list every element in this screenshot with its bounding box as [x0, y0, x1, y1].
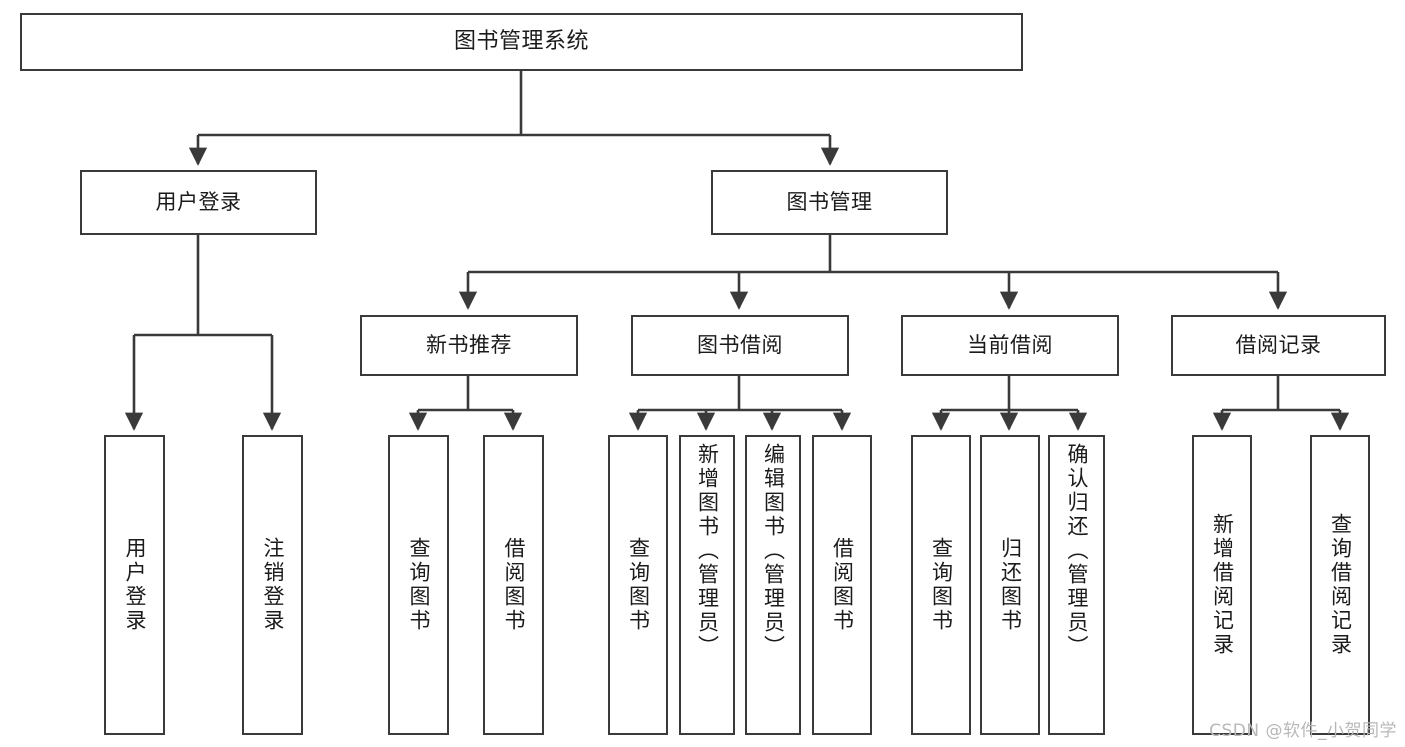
leaf-user-login-signin[interactable]: 用户登录: [104, 435, 165, 735]
node-book-manage[interactable]: 图书管理: [711, 170, 948, 235]
leaf-book-borrow-query[interactable]: 查询图书: [608, 435, 668, 735]
node-new-book-recommend[interactable]: 新书推荐: [360, 315, 578, 376]
node-borrow-record[interactable]: 借阅记录: [1171, 315, 1386, 376]
leaf-current-borrow-query[interactable]: 查询图书: [911, 435, 971, 735]
leaf-borrow-record-add[interactable]: 新增借阅记录: [1192, 435, 1252, 735]
node-user-login[interactable]: 用户登录: [80, 170, 317, 235]
leaf-borrow-record-query-label: 查询借阅记录: [1328, 513, 1353, 657]
leaf-current-borrow-confirm-return-label: 确认归还（管理员）: [1065, 443, 1089, 659]
leaf-new-books-borrow-label: 借阅图书: [502, 537, 526, 633]
leaf-new-books-query[interactable]: 查询图书: [388, 435, 449, 735]
node-book-borrow[interactable]: 图书借阅: [631, 315, 849, 376]
leaf-current-borrow-return-label: 归还图书: [998, 537, 1023, 633]
node-new-book-recommend-label: 新书推荐: [426, 333, 512, 358]
node-current-borrow-label: 当前借阅: [967, 333, 1053, 358]
leaf-book-borrow-borrow[interactable]: 借阅图书: [812, 435, 872, 735]
leaf-current-borrow-return[interactable]: 归还图书: [980, 435, 1040, 735]
node-book-manage-label: 图书管理: [786, 190, 873, 215]
leaf-current-borrow-query-label: 查询图书: [929, 537, 954, 633]
leaf-borrow-record-query[interactable]: 查询借阅记录: [1310, 435, 1370, 735]
leaf-user-login-signout-label: 注销登录: [261, 537, 285, 633]
node-user-login-label: 用户登录: [155, 190, 242, 215]
leaf-user-login-signout[interactable]: 注销登录: [242, 435, 303, 735]
node-root-system[interactable]: 图书管理系统: [20, 13, 1023, 71]
leaf-book-borrow-add-label: 新增图书（管理员）: [695, 443, 720, 659]
node-book-borrow-label: 图书借阅: [697, 333, 783, 358]
leaf-book-borrow-query-label: 查询图书: [626, 537, 651, 633]
leaf-new-books-query-label: 查询图书: [407, 537, 431, 633]
node-root-system-label: 图书管理系统: [453, 29, 589, 55]
leaf-book-borrow-borrow-label: 借阅图书: [830, 537, 855, 633]
leaf-book-borrow-add[interactable]: 新增图书（管理员）: [679, 435, 735, 735]
leaf-new-books-borrow[interactable]: 借阅图书: [483, 435, 544, 735]
leaf-borrow-record-add-label: 新增借阅记录: [1210, 513, 1235, 657]
leaf-current-borrow-confirm-return[interactable]: 确认归还（管理员）: [1048, 435, 1105, 735]
leaf-user-login-signin-label: 用户登录: [123, 537, 147, 633]
leaf-book-borrow-edit[interactable]: 编辑图书（管理员）: [745, 435, 801, 735]
leaf-book-borrow-edit-label: 编辑图书（管理员）: [761, 443, 786, 659]
node-borrow-record-label: 借阅记录: [1235, 333, 1322, 358]
node-current-borrow[interactable]: 当前借阅: [901, 315, 1119, 376]
watermark-text: CSDN @软件_小贺同学: [1209, 721, 1397, 741]
